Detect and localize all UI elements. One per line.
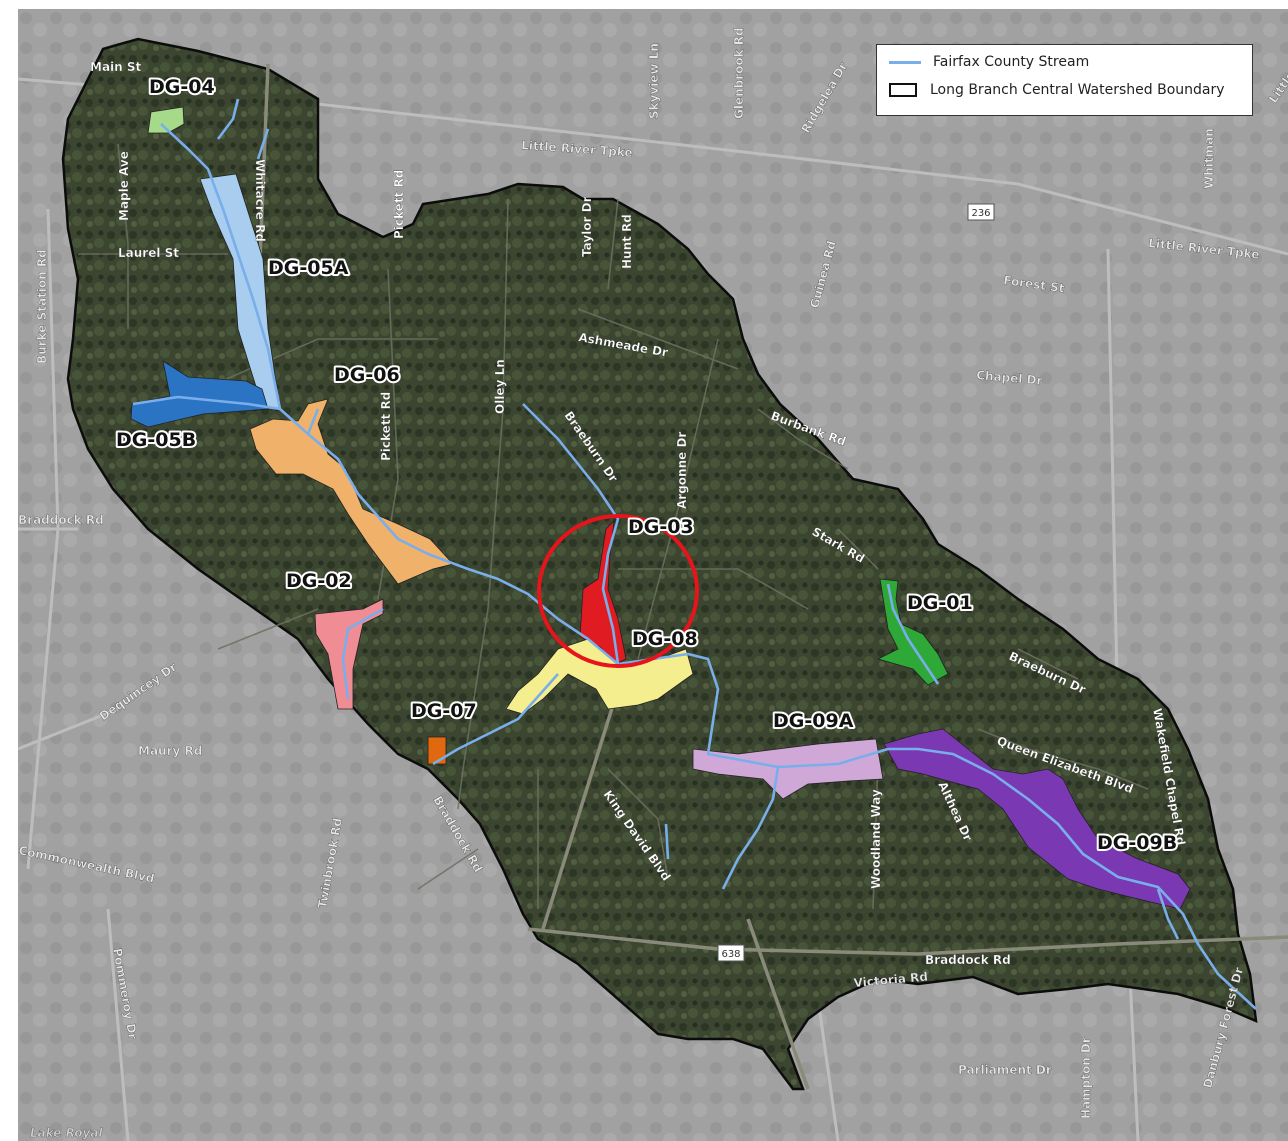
stream-tributary	[132, 395, 281, 411]
road-label: Whitman	[1202, 128, 1216, 189]
stream-tributary	[341, 607, 384, 700]
route-shields: 236 638	[717, 203, 995, 962]
road-label: Laurel St	[118, 246, 179, 260]
stream-tributary	[216, 98, 240, 140]
route-shield-label: 638	[721, 949, 740, 960]
road-label: Chapel Dr	[976, 368, 1043, 388]
road-label: Main St	[90, 60, 142, 74]
road-label: Woodland Way	[869, 789, 883, 889]
road-label: Hunt Rd	[620, 214, 634, 269]
road-label: Pickett Rd	[379, 392, 393, 461]
road-label: Skyview Ln	[647, 43, 661, 119]
road-label: Braddock Rd	[925, 953, 1011, 967]
stream-tributary	[1156, 888, 1180, 940]
legend-stream-label: Fairfax County Stream	[933, 54, 1090, 70]
stream-tributary	[721, 766, 780, 890]
reach-labels: DG-04 DG-05A DG-05B DG-06 DG-02 DG-07 DG…	[114, 74, 1179, 856]
legend-row-stream: Fairfax County Stream	[889, 54, 1089, 70]
reach-label-dg-07: DG-07	[411, 700, 477, 722]
highlight-circle	[537, 514, 699, 668]
reach-label-dg-06: DG-06	[334, 364, 400, 386]
stream-tributary	[256, 128, 270, 160]
route-shield-label: 236	[971, 208, 990, 219]
reach-dg-09a	[692, 738, 884, 800]
road-label: Maple Ave	[117, 151, 131, 221]
map-frame: Main St Little River Tpke Little River T…	[18, 9, 1288, 1141]
reach-dg-02	[314, 598, 384, 710]
road-label: Victoria Rd	[853, 970, 928, 990]
reach-label-dg-05b: DG-05B	[116, 429, 196, 451]
reach-label-dg-09b: DG-09B	[1097, 832, 1177, 854]
stream-tributary	[306, 408, 320, 435]
boundary-box-icon	[889, 83, 917, 97]
road-label: Hampton Dr	[1079, 1037, 1093, 1119]
legend-boundary-label: Long Branch Central Watershed Boundary	[930, 82, 1225, 98]
road-label: Argonne Dr	[675, 432, 689, 509]
stream-tributary	[886, 583, 940, 685]
reach-label-dg-03: DG-03	[628, 516, 694, 538]
reach-label-dg-01: DG-01	[907, 592, 973, 614]
stream-tributary	[432, 673, 559, 766]
reach-dg-09b	[883, 728, 1191, 910]
road-label: Maury Rd	[138, 744, 202, 758]
reach-label-dg-05a: DG-05A	[268, 257, 349, 279]
road-label: Lake Royal	[30, 1126, 103, 1140]
road-label: Braddock Rd	[18, 513, 104, 527]
road-label: Taylor Dr	[580, 196, 594, 257]
road-label: Burke Station Rd	[35, 249, 49, 364]
stream-tributary	[664, 823, 670, 860]
major-roads	[256, 63, 1288, 1090]
reach-label-dg-08: DG-08	[632, 628, 698, 650]
reach-dg-07	[427, 736, 447, 765]
route-shield	[717, 944, 745, 962]
reach-label-dg-04: DG-04	[149, 76, 215, 98]
road-label: Pickett Rd	[392, 170, 406, 239]
neighborhood-streets	[78, 143, 1149, 910]
reach-dg-06	[249, 398, 454, 585]
road-label: Olley Ln	[493, 359, 507, 414]
route-shield	[967, 203, 995, 221]
legend-row-boundary: Long Branch Central Watershed Boundary	[889, 82, 1225, 98]
road-label: Glenbrook Rd	[732, 27, 746, 119]
watershed-boundary	[61, 37, 1258, 1091]
reach-label-dg-02: DG-02	[286, 570, 352, 592]
reach-dg-01	[876, 578, 949, 686]
road-label: Parliament Dr	[958, 1063, 1052, 1077]
road-label: Whitacre Rd	[253, 159, 267, 242]
reach-dg-05a	[199, 173, 281, 410]
reach-label-dg-09a: DG-09A	[773, 710, 854, 732]
stream-tributary	[522, 403, 620, 665]
reach-dg-04	[147, 106, 185, 134]
stream-line-icon	[889, 60, 921, 64]
watershed-map: Main St Little River Tpke Little River T…	[18, 9, 1288, 1141]
map-legend: Fairfax County Stream Long Branch Centra…	[876, 44, 1253, 116]
